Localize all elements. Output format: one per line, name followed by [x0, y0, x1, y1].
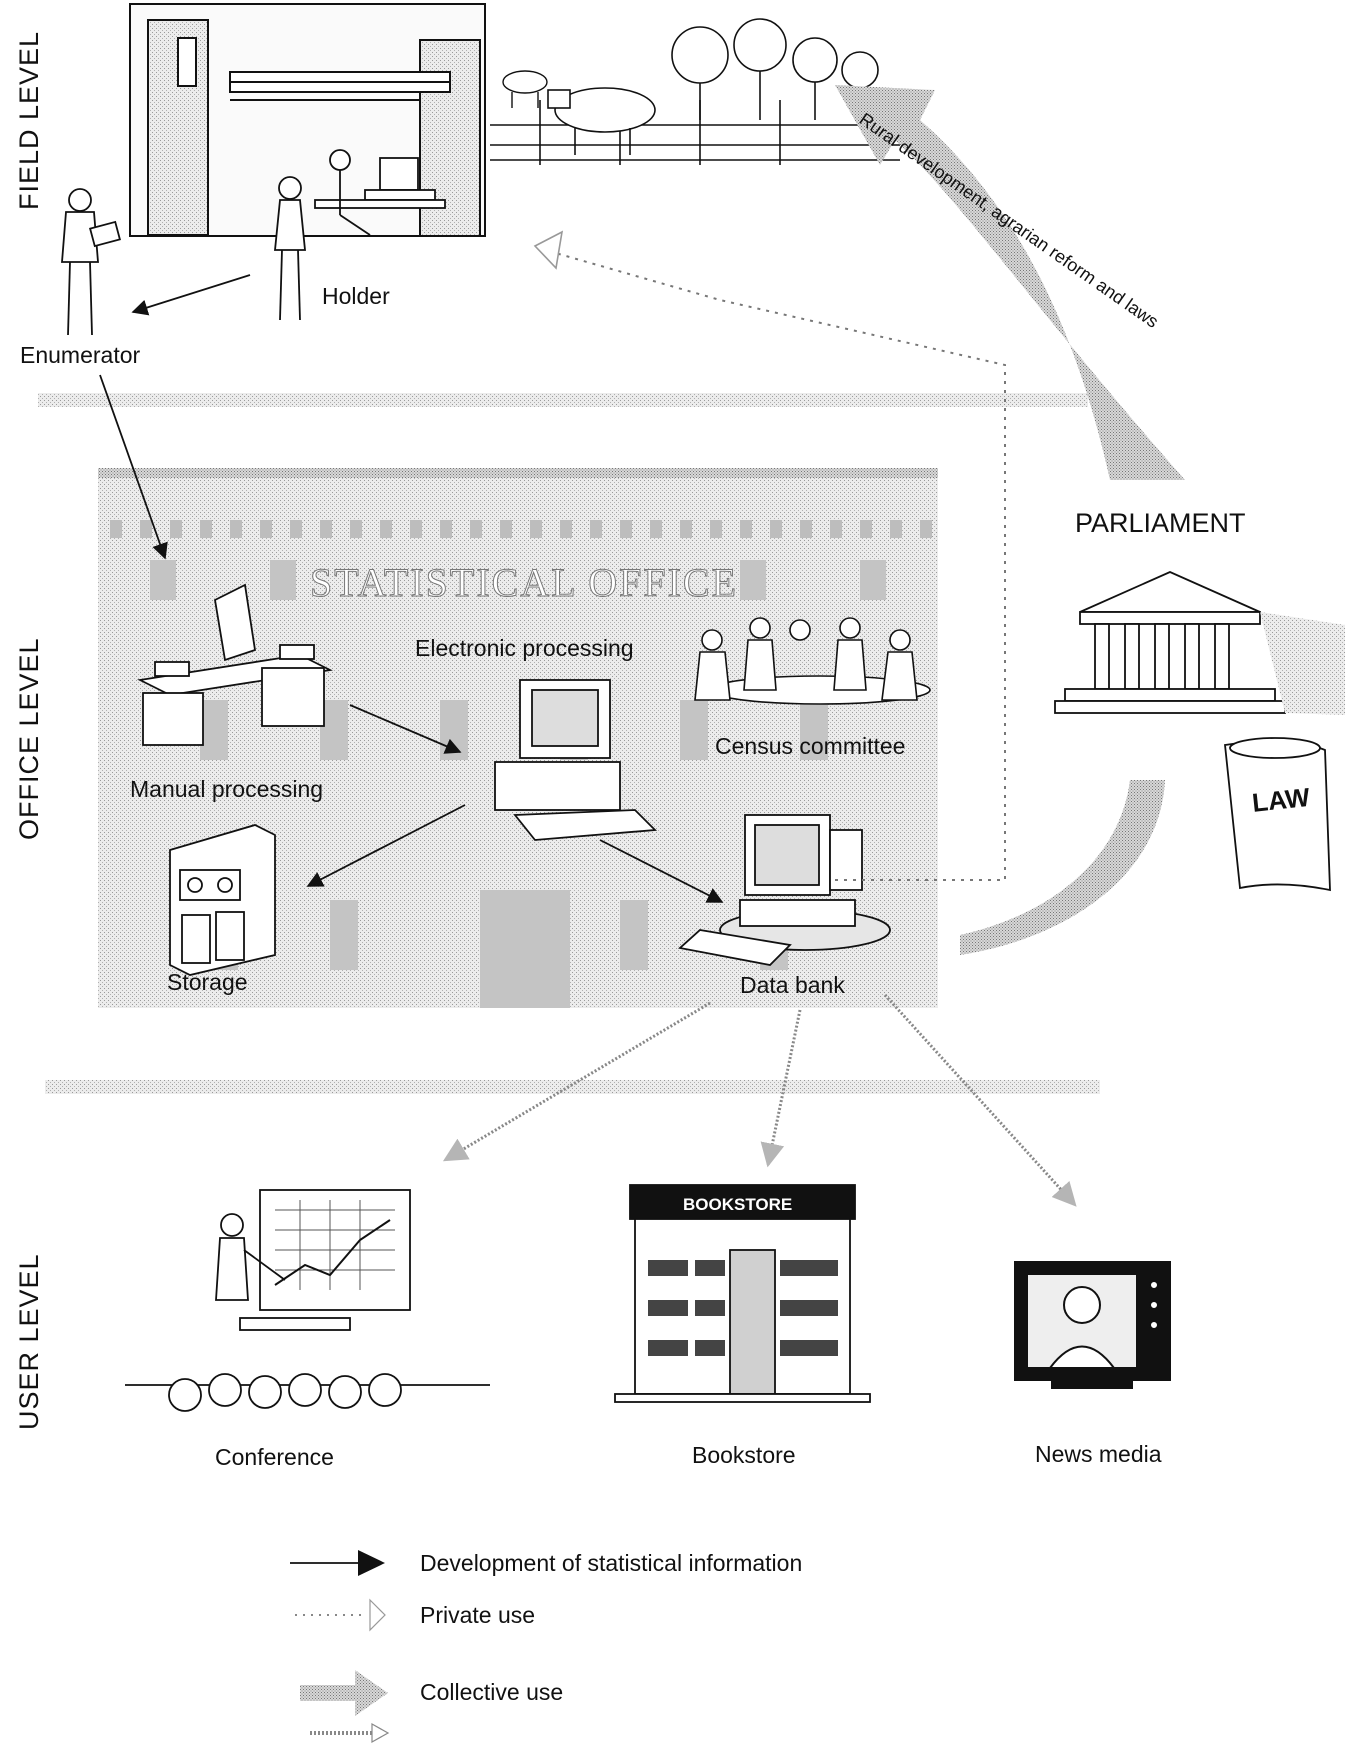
data-bank-label: Data bank — [740, 972, 845, 998]
legend-item-shaded: Collective use — [300, 1670, 563, 1716]
rural-development-text: Rural development, agrarian reform and l… — [856, 109, 1163, 332]
private-use-path — [544, 249, 1006, 881]
legend-label-dotted: Private use — [420, 1602, 535, 1628]
news-media-label: News media — [1035, 1441, 1162, 1467]
field-level-label: FIELD LEVEL — [14, 31, 44, 210]
parliament-label: PARLIAMENT — [1075, 508, 1246, 538]
office-level-label: OFFICE LEVEL — [14, 637, 44, 840]
rural-development-arrow — [835, 85, 1185, 480]
statistical-office-sign: STATISTICAL OFFICE — [310, 560, 738, 605]
census-committee-label: Census committee — [715, 733, 905, 759]
arrow-databank-to-news-media — [883, 993, 1077, 1207]
arrow-electronic-to-storage — [306, 804, 466, 887]
conference-illustration — [125, 1189, 490, 1412]
electronic-processing-label: Electronic processing — [415, 635, 634, 661]
television-icon — [1014, 1261, 1171, 1389]
law-label: LAW — [1251, 782, 1312, 818]
legend: Development of statistical information P… — [290, 1550, 802, 1744]
computer-operator-illustration — [314, 149, 446, 236]
bookstore-sign-label: BOOKSTORE — [683, 1195, 792, 1214]
legend-item-hatched — [310, 1722, 390, 1744]
field-office-separator — [38, 393, 1088, 407]
storage-label: Storage — [167, 969, 248, 995]
collective-use-arc — [960, 780, 1165, 955]
holder-figure — [274, 176, 306, 321]
office-user-separator — [45, 1080, 1100, 1094]
user-level-label: USER LEVEL — [14, 1253, 44, 1430]
conference-label: Conference — [215, 1444, 334, 1470]
goat-icon — [502, 70, 548, 108]
legend-item-solid: Development of statistical information — [290, 1550, 802, 1576]
enumerator-figure — [61, 188, 121, 336]
enumerator-label: Enumerator — [20, 342, 141, 368]
legend-label-solid: Development of statistical information — [420, 1550, 802, 1576]
data-bank-computer — [678, 814, 891, 966]
legend-item-dotted: Private use — [295, 1598, 535, 1632]
private-use-arrowhead — [533, 230, 564, 270]
arrow-databank-to-conference — [442, 1001, 711, 1162]
manual-processing-label: Manual processing — [130, 776, 323, 802]
bookstore-label: Bookstore — [692, 1442, 796, 1468]
arrow-manual-to-electronic — [349, 704, 462, 754]
arrow-holder-to-enumerator — [131, 274, 251, 316]
arrow-enumerator-to-manual — [99, 374, 168, 560]
arrow-electronic-to-databank — [599, 839, 724, 903]
fence-and-pasture — [490, 18, 900, 165]
cow-icon — [547, 87, 656, 155]
law-scroll — [1224, 737, 1331, 892]
bookstore-building — [614, 1184, 871, 1403]
electronic-processing-computer — [494, 679, 658, 841]
storage-cabinet — [169, 824, 276, 976]
legend-label-shaded: Collective use — [420, 1679, 563, 1705]
holder-label: Holder — [322, 283, 390, 309]
manual-processing-desk — [137, 583, 333, 746]
census-committee-meeting — [694, 617, 931, 705]
parliament-building — [1054, 571, 1345, 715]
